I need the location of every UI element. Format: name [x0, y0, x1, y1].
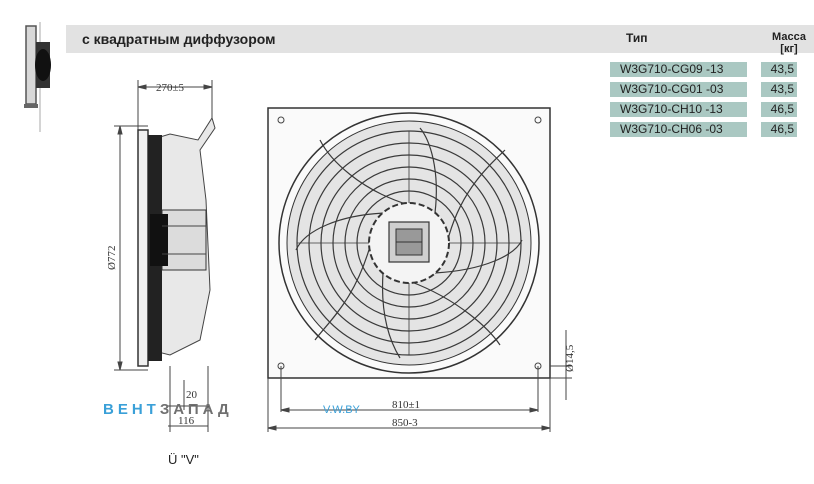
table-header: с квадратным диффузором Тип Масса [кг] [66, 25, 814, 55]
dim-offset-small: 20 [186, 389, 198, 401]
watermark-part2: ЗАПАД [159, 401, 233, 418]
model-mass: 43,5 [761, 82, 797, 97]
dim-depth: 270±5 [156, 82, 185, 94]
watermark-part1: ВЕНТ [103, 401, 160, 418]
dim-hole-pitch: 810±1 [392, 399, 420, 411]
model-mass: 46,5 [761, 102, 797, 117]
model-type: W3G710-CH06 -03 [610, 122, 747, 137]
watermark: ВЕНТЗАПАД [103, 401, 233, 418]
column-header-mass: Масса [кг] [772, 31, 806, 55]
motor-hub [368, 202, 450, 284]
side-view [114, 80, 216, 432]
dim-overall-width: 850-3 [392, 417, 418, 429]
model-type: W3G710-CG01 -03 [610, 82, 747, 97]
model-mass: 43,5 [761, 62, 797, 77]
watermark-url: V.W.BY [323, 404, 360, 416]
model-mass: 46,5 [761, 122, 797, 137]
section-title: с квадратным диффузором [82, 31, 276, 47]
dim-hole: Ø14,5 [564, 344, 576, 372]
figure-caption: Ü "V" [168, 452, 199, 467]
dim-diameter: Ø772 [106, 246, 118, 270]
fan-thumbnail-icon [24, 22, 51, 132]
dim-offset-depth: 116 [178, 415, 195, 427]
fan-guard-grill [295, 127, 523, 359]
column-header-type: Тип [626, 31, 648, 45]
model-type: W3G710-CH10 -13 [610, 102, 747, 117]
model-type: W3G710-CG09 -13 [610, 62, 747, 77]
